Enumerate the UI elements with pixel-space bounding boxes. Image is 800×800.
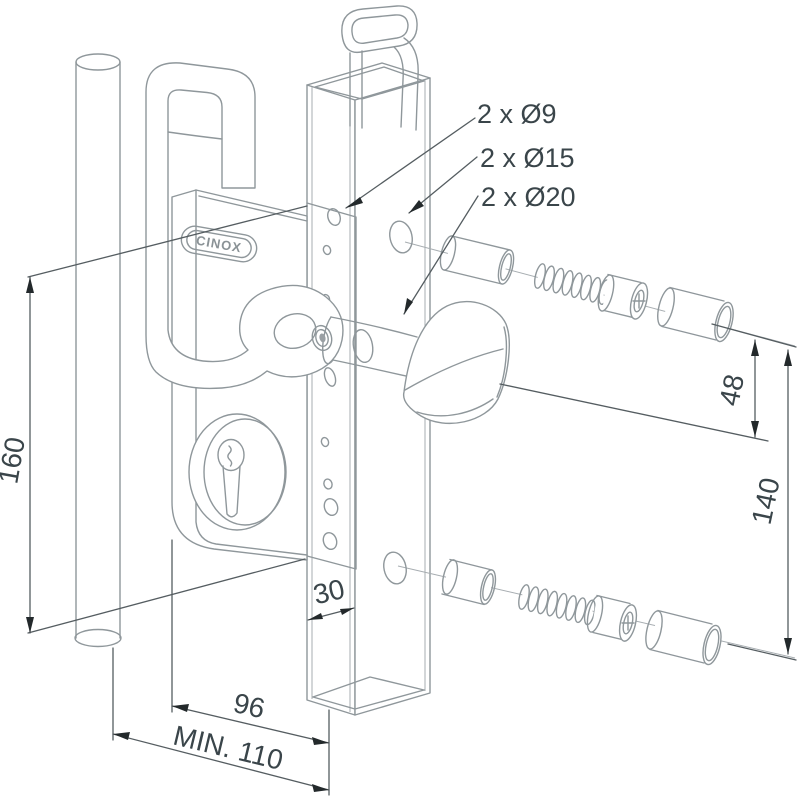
keeper-hook <box>341 5 419 131</box>
dimension-min-110-label: MIN. 110 <box>170 720 286 776</box>
fixing-bolt-head <box>311 324 333 352</box>
gate-handle <box>145 62 344 390</box>
dimension-min-110: MIN. 110 <box>112 720 330 792</box>
dimension-30-label: 30 <box>310 573 347 610</box>
lock-cylinder <box>188 413 287 531</box>
dimension-140: 140 <box>727 349 797 661</box>
upper-fastener-set <box>439 235 734 343</box>
upper-through-hole <box>389 220 413 254</box>
round-post <box>74 53 122 648</box>
square-post <box>306 62 431 716</box>
dimension-140-label: 140 <box>746 475 786 527</box>
mounting-plate <box>306 202 357 570</box>
thumb-turn-shaft <box>311 316 418 378</box>
callout-d15-label: 2 x Ø15 <box>480 143 575 173</box>
dimension-30: 30 <box>307 573 355 621</box>
lower-fastener-set <box>441 558 722 666</box>
callout-d9-label: 2 x Ø9 <box>477 99 557 129</box>
dimension-96-label: 96 <box>230 687 267 724</box>
thumb-turn-knob <box>402 301 510 424</box>
dimension-48: 48 <box>499 323 797 442</box>
callout-holes-d15: 2 x Ø15 <box>408 143 575 214</box>
callout-holes-d9: 2 x Ø9 <box>345 99 557 209</box>
callout-holes-d20: 2 x Ø20 <box>403 182 576 315</box>
dimension-48-label: 48 <box>713 372 750 409</box>
lower-through-hole <box>383 551 407 585</box>
dimension-160-label: 160 <box>0 435 31 486</box>
euro-keyhole <box>217 438 245 518</box>
dimension-96: 96 <box>112 539 330 796</box>
callout-d20-label: 2 x Ø20 <box>481 182 576 212</box>
